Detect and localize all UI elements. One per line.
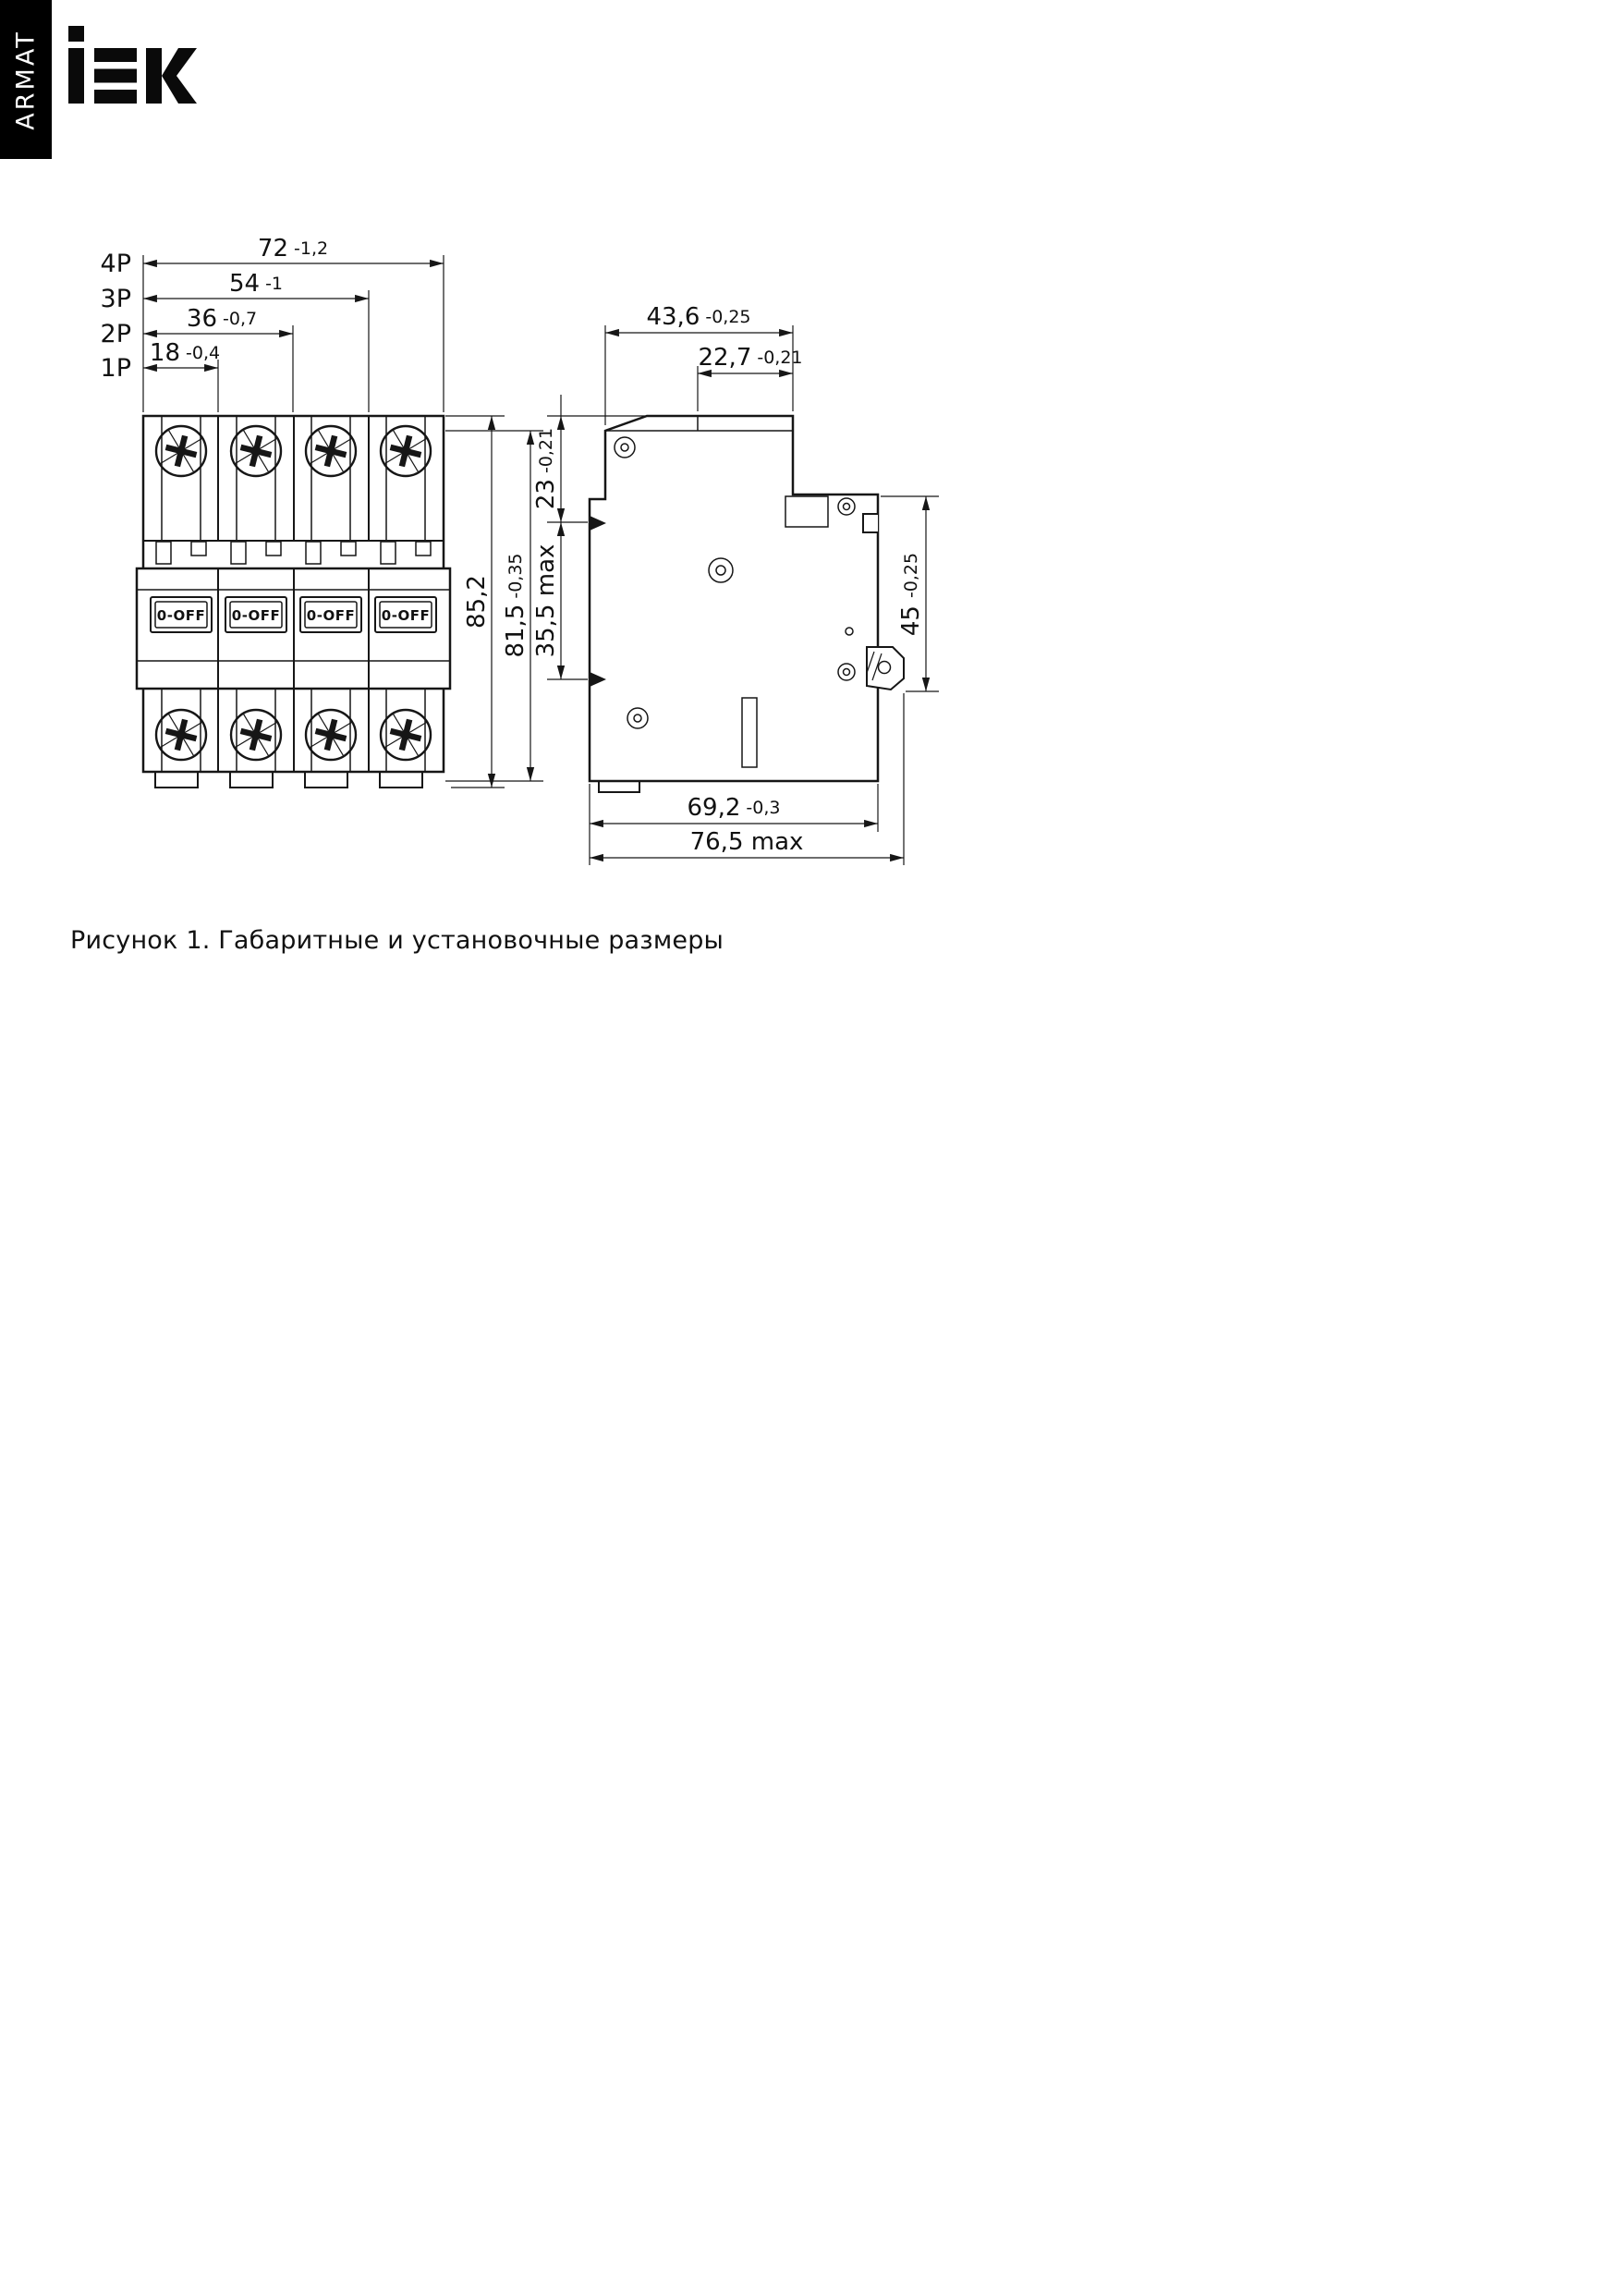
toggle-label: 0-OFF	[307, 607, 355, 624]
rail-notch	[862, 513, 878, 533]
logo-letter-e-bar	[94, 68, 137, 83]
iek-logo-glyphs	[68, 26, 197, 104]
dim-text-upper-depth: 43,6-0,25	[646, 303, 750, 331]
logo-letter-i-dot	[68, 26, 84, 42]
toggle-label: 0-OFF	[382, 607, 430, 624]
dim-text-rail-seat: 45-0,25	[897, 553, 925, 636]
rivets	[614, 436, 856, 729]
front-width-dimensions: 4P 3P 2P 1P 72-1,2 54-1 36-0,7 18-0,4	[101, 235, 444, 412]
dim-text-width-2p: 36-0,7	[187, 305, 257, 333]
toggle-switch: 0-OFF	[225, 596, 287, 633]
logo-letter-k-arms	[162, 48, 197, 104]
dim-text-overall-height: 85,2	[463, 575, 491, 629]
toggle-label: 0-OFF	[157, 607, 205, 624]
toggle-switch: 0-OFF	[150, 596, 213, 633]
terminal-mark-bottom	[590, 672, 606, 687]
technical-drawing: 0-OFF 0-OFF 0-OFF 0-OFF	[101, 235, 939, 865]
toggle-switch: 0-OFF	[299, 596, 362, 633]
logo-letter-e-bar	[94, 48, 137, 62]
dim-text-face-section: 35,5 max	[532, 544, 560, 658]
dim-text-width-4p: 72-1,2	[258, 235, 328, 263]
side-dimensions: 43,6-0,25 22,7-0,21 45-0,25 69,2-0,3 76,…	[589, 303, 939, 865]
dim-text-width-3p: 54-1	[229, 270, 283, 298]
rail-notch-fill	[863, 514, 878, 532]
pole-label-1p: 1P	[101, 354, 131, 383]
terminal-mark-top	[590, 516, 606, 531]
clamp-tabs-row	[155, 541, 432, 565]
pole-label-2p: 2P	[101, 320, 131, 348]
side-body-outline	[588, 414, 880, 783]
height-dimensions: 85,2 81,5-0,35 23-0,21 35,5 max	[445, 395, 645, 788]
pole-separators	[217, 416, 370, 772]
brand-sidebar: ARMAT	[0, 0, 52, 159]
side-extension-lines	[589, 325, 939, 865]
din-clip	[866, 646, 905, 691]
dim-text-upper-section: 23-0,21	[532, 428, 560, 509]
side-view	[588, 414, 905, 793]
logo-letter-i-stem	[68, 48, 84, 104]
figure-caption: Рисунок 1. Габаритные и установочные раз…	[70, 926, 724, 955]
din-feet	[154, 771, 423, 788]
side-top-recess	[785, 495, 829, 528]
toggle-label: 0-OFF	[232, 607, 280, 624]
toggle-switch: 0-OFF	[374, 596, 437, 633]
logo-letter-e-bar	[94, 90, 137, 104]
pole-label-3p: 3P	[101, 285, 131, 313]
logo-letter-k-stem	[146, 48, 162, 104]
dim-text-cap-depth: 22,7-0,21	[698, 344, 802, 372]
dim-text-width-1p: 18-0,4	[150, 339, 220, 367]
side-foot	[598, 780, 640, 793]
pole-label-4p: 4P	[101, 250, 131, 278]
dim-text-max-depth: 76,5 max	[690, 828, 804, 856]
dim-text-body-depth: 69,2-0,3	[688, 794, 781, 822]
iek-logo: IEK	[67, 26, 205, 109]
front-view: 0-OFF 0-OFF 0-OFF 0-OFF	[135, 414, 452, 788]
toggle-switches: 0-OFF 0-OFF 0-OFF 0-OFF	[150, 596, 437, 633]
dim-text-body-height: 81,5-0,35	[502, 553, 530, 657]
side-slot	[741, 697, 758, 768]
